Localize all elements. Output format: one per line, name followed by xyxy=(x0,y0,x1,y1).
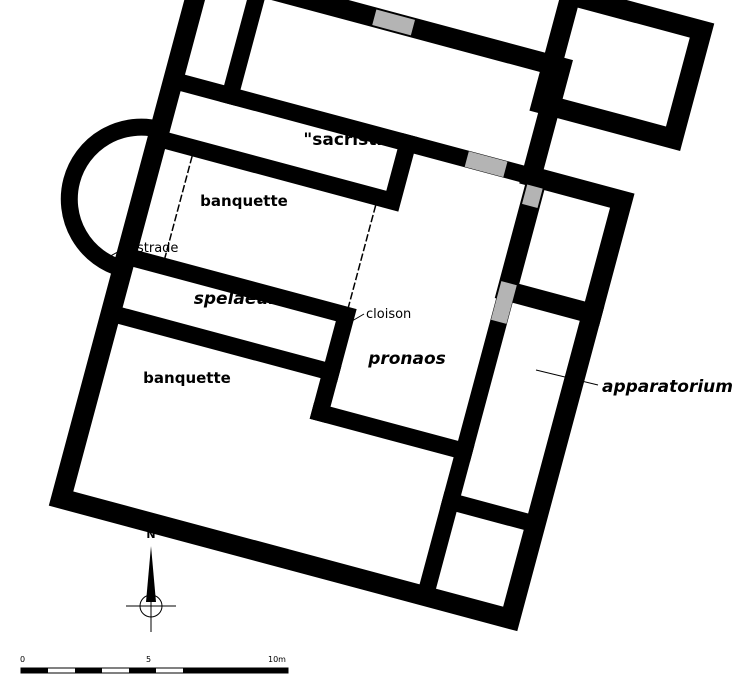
label-cloison: cloison xyxy=(366,307,411,322)
banquette-top-wall xyxy=(147,127,419,212)
apparatorium-south-wall xyxy=(440,491,546,535)
label-estrade: estrade xyxy=(129,241,178,256)
label-pronaos: pronaos xyxy=(367,349,446,369)
label-banquette-bottom: banquette xyxy=(143,369,231,387)
cloison-line xyxy=(347,205,377,308)
south-strip-wall xyxy=(100,302,342,383)
opening-annex xyxy=(522,184,543,208)
north-label: N xyxy=(146,528,155,541)
scale-tick-5: 5 xyxy=(146,655,151,664)
scale-tick-10: 10m xyxy=(268,655,286,664)
estrade-line xyxy=(164,155,193,259)
north-arrow-needle xyxy=(146,546,156,602)
leader-cloison xyxy=(339,313,365,329)
apparatorium-west-wall xyxy=(414,167,548,607)
north-arrow: N xyxy=(126,528,176,632)
nw-closet-wall xyxy=(219,0,270,107)
building xyxy=(48,0,715,632)
pronaos-south-wall xyxy=(309,402,475,462)
scale-seg-3 xyxy=(129,668,156,673)
openings xyxy=(372,9,543,324)
opening-pronaos-east xyxy=(490,281,517,324)
apse-wall xyxy=(60,118,171,280)
label-spelaeum: spelaeum xyxy=(194,289,286,309)
scale-seg-2 xyxy=(75,668,102,673)
scale-seg-1 xyxy=(21,668,48,673)
label-sacristie: "sacristie" xyxy=(303,130,402,150)
outer-wall xyxy=(48,0,605,632)
scale-tick-0: 0 xyxy=(20,655,25,664)
opening-pronaos-north xyxy=(464,151,508,178)
leader-lines xyxy=(102,246,599,386)
scale-bar: 0 5 10m xyxy=(20,655,289,674)
label-apparatorium: apparatorium xyxy=(602,377,733,397)
scale-seg-4 xyxy=(183,668,288,673)
opening-north xyxy=(372,9,416,36)
leader-apparatorium xyxy=(535,369,599,386)
ne-tower-wall xyxy=(529,0,715,151)
label-banquette-top: banquette xyxy=(200,192,288,210)
leader-estrade xyxy=(102,246,128,261)
